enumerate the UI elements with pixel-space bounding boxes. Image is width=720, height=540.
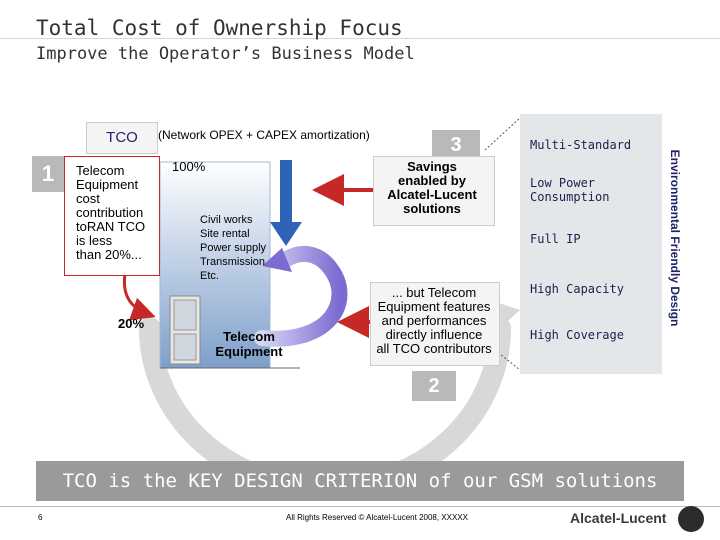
feedback-loop-arrowhead — [262, 248, 292, 272]
feature-panel: Multi-Standard Low Power Consumption Ful… — [520, 114, 662, 374]
connector-top — [484, 117, 521, 151]
feature-multi-standard: Multi-Standard — [530, 138, 632, 152]
key-message-text: TCO is the KEY DESIGN CRITERION of our G… — [62, 470, 658, 492]
contribution-callout-box — [64, 156, 160, 276]
key-message-banner — [36, 461, 684, 501]
feedback-loop-arrow — [254, 245, 348, 347]
feature-low-power: Low Power Consumption — [530, 176, 610, 204]
step-badge-1: 1 — [32, 156, 64, 192]
page-subtitle: Improve the Operator’s Business Model — [36, 44, 415, 64]
equipment-rack-icon — [169, 295, 201, 365]
tco-definition-note: (Network OPEX + CAPEX amortization) — [158, 128, 370, 142]
page-number: 6 — [38, 513, 43, 522]
environment-side-bar — [664, 114, 686, 362]
contribution-callout-text: Telecom Equipment cost contribution toRA… — [76, 163, 146, 262]
other-costs-label: Civil works Site rental Power supply Tra… — [200, 214, 267, 282]
title-divider — [0, 38, 720, 39]
feature-high-capacity: High Capacity — [530, 282, 624, 296]
savings-callout-text: Savings enabled by Alcatel-Lucent soluti… — [387, 159, 477, 216]
company-logo-text: Alcatel-Lucent — [570, 510, 667, 526]
telecom-equipment-label: Telecom Equipment — [215, 329, 283, 359]
savings-callout-box — [373, 156, 495, 226]
page-title: Total Cost of Ownership Focus — [36, 16, 403, 40]
feature-high-coverage: High Coverage — [530, 328, 624, 342]
copyright-text: All Rights Reserved © Alcatel-Lucent 200… — [286, 513, 468, 522]
footer-divider — [0, 506, 720, 507]
company-logo-icon — [678, 506, 704, 532]
feature-full-ip: Full IP — [530, 232, 581, 246]
influence-callout-box — [370, 282, 500, 366]
influence-callout-text: ... but Telecom Equipment features and p… — [376, 285, 492, 356]
contribution-red-arrow — [122, 273, 156, 321]
environment-side-label: Environmental Friendly Design — [668, 149, 682, 327]
step-badge-3: 3 — [432, 130, 480, 160]
tco-tab-label: TCO — [86, 122, 158, 154]
bar-bottom-label: 20% — [118, 316, 145, 331]
savings-down-arrow — [270, 160, 302, 246]
step-badge-2: 2 — [412, 371, 456, 401]
bar-top-label: 100% — [172, 159, 206, 174]
